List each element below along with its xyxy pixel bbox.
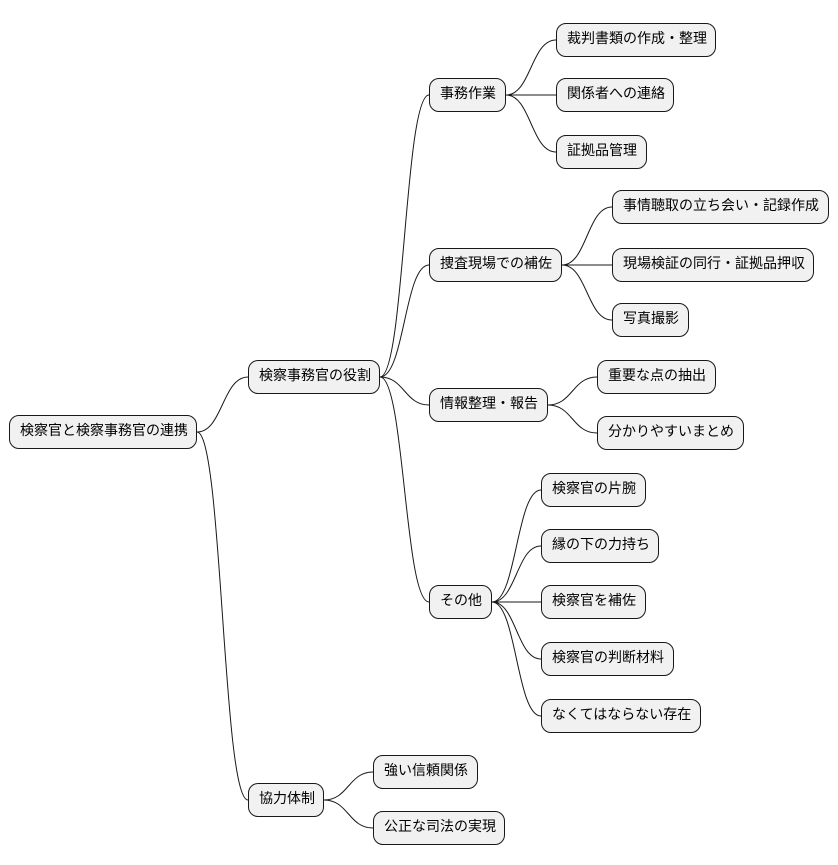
node-field-support: 捜査現場での補佐 — [429, 248, 562, 282]
node-evidence-management: 証拠品管理 — [556, 135, 647, 169]
node-assist-prosecutor: 検察官を補佐 — [541, 585, 646, 619]
node-office-work: 事務作業 — [429, 78, 506, 112]
edge-node-interview-record — [561, 206, 613, 266]
node-trust: 強い信頼関係 — [373, 755, 478, 789]
edge-node-evidence-management — [505, 94, 557, 153]
node-fair-justice: 公正な司法の実現 — [373, 811, 505, 845]
edge-node-court-documents — [505, 39, 557, 96]
edge-node-cooperation — [196, 431, 249, 801]
node-clear-summary: 分かりやすいまとめ — [597, 416, 744, 450]
edge-node-clerk-role — [196, 376, 249, 433]
edge-node-unsung-hero — [491, 545, 542, 603]
node-interview-record: 事情聴取の立ち会い・記録作成 — [612, 190, 829, 224]
edge-node-office-work — [379, 94, 430, 378]
edge-node-fair-justice — [323, 799, 374, 829]
edge-node-key-points — [547, 376, 598, 406]
edge-node-judgment-material — [491, 601, 542, 660]
edge-node-field-support — [379, 264, 430, 378]
node-root: 検察官と検察事務官の連携 — [9, 415, 197, 449]
node-other: その他 — [429, 585, 492, 619]
node-judgment-material: 検察官の判断材料 — [541, 642, 674, 676]
edge-node-clear-summary — [547, 404, 598, 434]
edge-node-indispensable — [491, 601, 542, 717]
edge-node-trust — [323, 771, 374, 801]
node-clerk-role: 検察事務官の役割 — [248, 360, 380, 394]
node-contact-parties: 関係者への連絡 — [556, 78, 674, 112]
node-indispensable: なくてはならない存在 — [541, 699, 701, 733]
edge-node-right-hand — [491, 489, 542, 603]
node-key-points: 重要な点の抽出 — [597, 360, 716, 394]
node-site-inspection: 現場検証の同行・証拠品押収 — [612, 248, 814, 282]
edge-node-info-report — [379, 376, 430, 406]
node-unsung-hero: 縁の下の力持ち — [541, 529, 659, 563]
node-right-hand: 検察官の片腕 — [541, 473, 646, 507]
edge-node-photography — [561, 264, 613, 321]
node-photography: 写真撮影 — [612, 303, 689, 337]
edge-node-other — [379, 376, 430, 603]
node-cooperation: 協力体制 — [248, 783, 324, 817]
node-court-documents: 裁判書類の作成・整理 — [556, 23, 716, 57]
node-info-report: 情報整理・報告 — [429, 388, 548, 422]
